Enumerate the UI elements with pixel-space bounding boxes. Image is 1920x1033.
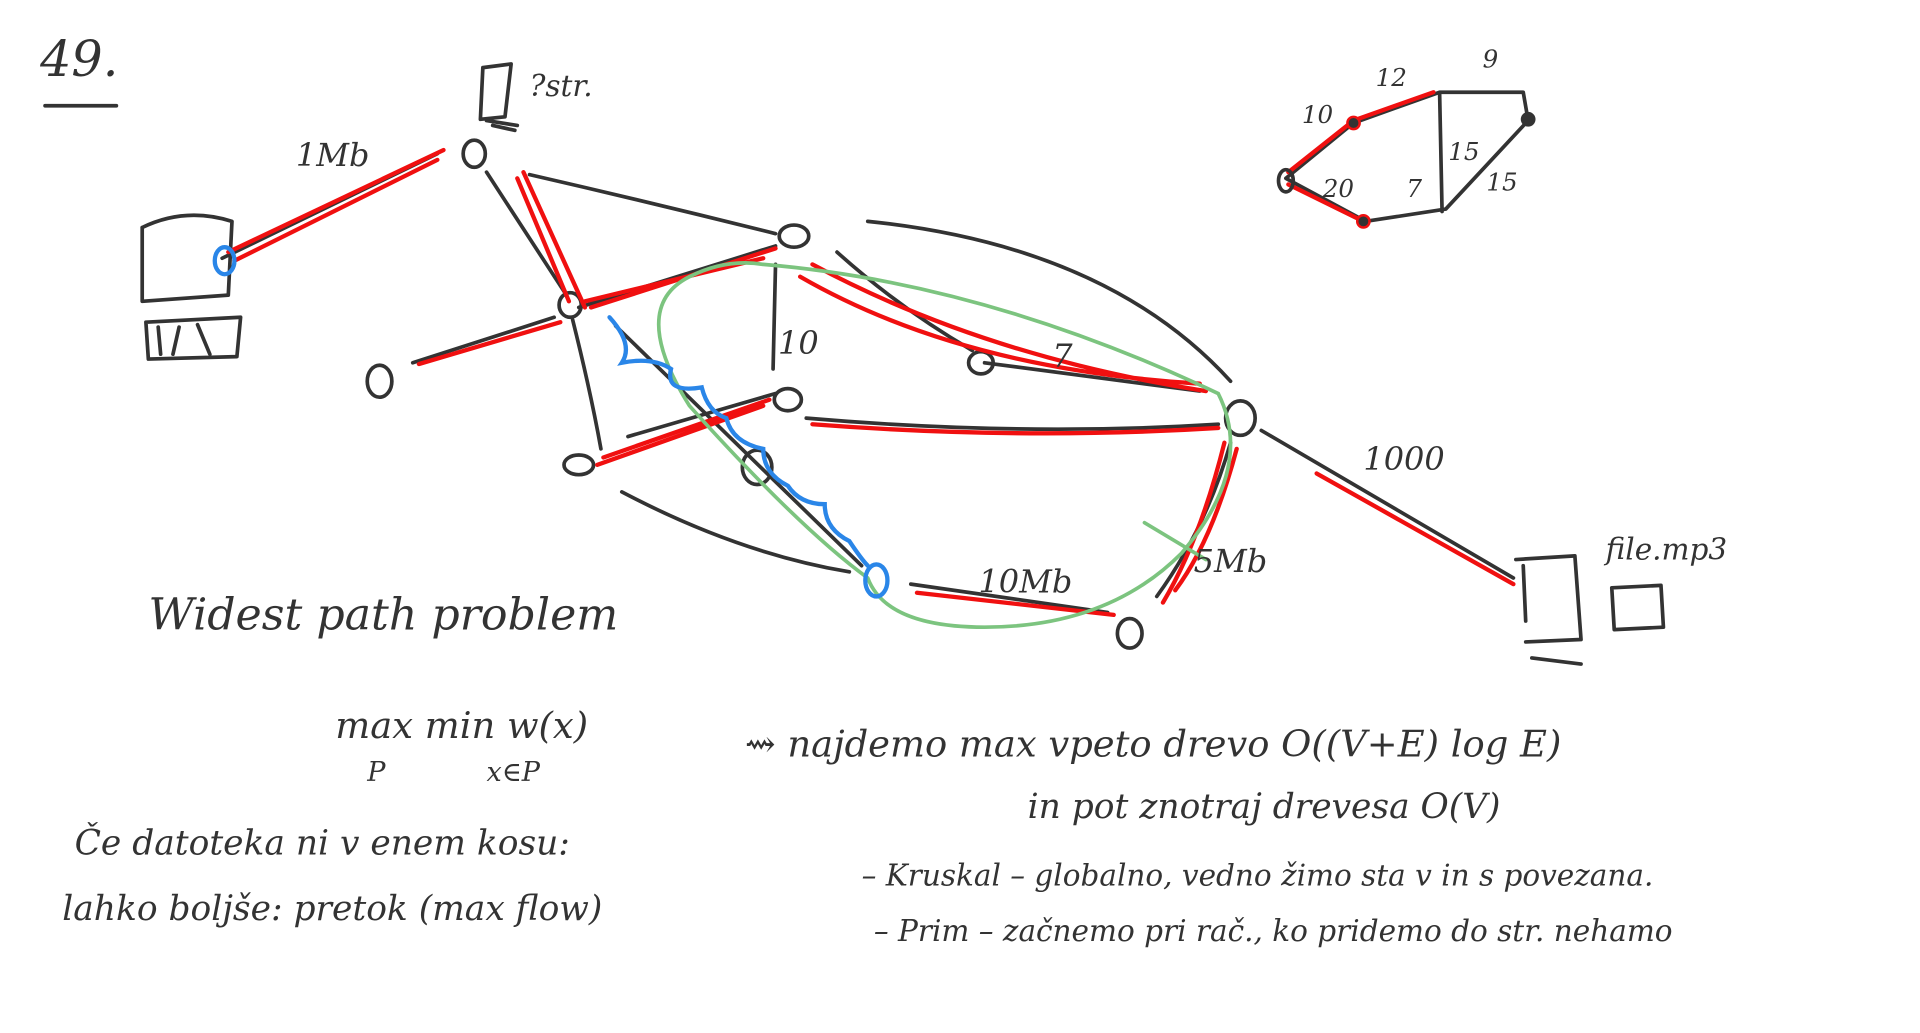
note-line-2: in pot znotraj drevesa O(V): [1028, 787, 1501, 827]
note-line-4: – Prim – začnemo pri rač., ko pridemo do…: [874, 914, 1673, 948]
mini-weight: 9: [1483, 45, 1499, 74]
edge-label-7: 7: [1052, 336, 1073, 374]
target-node-blue: [863, 562, 890, 599]
problem-number: 49.: [39, 30, 118, 88]
server-icon: [478, 62, 520, 133]
heading-widest-path: Widest path problem: [148, 590, 618, 641]
edge-label-5mb: 5Mb: [1194, 542, 1268, 580]
graph-edges: [220, 151, 1516, 615]
edge-label-10: 10: [778, 324, 819, 362]
edge-label-1mb: 1Mb: [296, 136, 370, 174]
widest-path-red: [226, 147, 1516, 618]
mini-weight: 20: [1322, 174, 1354, 203]
note-left-1: Če datoteka ni v enem kosu:: [75, 823, 570, 864]
mini-weight: 7: [1406, 174, 1422, 203]
note-line-3: – Kruskal – globalno, vedno žimo sta v i…: [862, 858, 1654, 892]
mini-weight: 15: [1486, 168, 1517, 197]
tree-cycle-green: [657, 261, 1233, 630]
formula-sub-x: x∈P: [487, 757, 541, 788]
mini-weight: 10: [1302, 100, 1333, 129]
source-node-blue: [212, 245, 237, 277]
note-left-2: lahko boljše: pretok (max flow): [62, 889, 602, 929]
graph-nodes: [365, 138, 1257, 650]
edge-label-1000: 1000: [1363, 440, 1444, 478]
mini-weight: 12: [1376, 63, 1407, 92]
blue-zigzag: [607, 315, 870, 568]
mini-weight: 15: [1448, 137, 1479, 166]
green-mark: [1142, 520, 1208, 562]
target-file-label: file.mp3: [1604, 533, 1728, 567]
mini-graph: 12 9 10 15 20 7 15: [1276, 45, 1536, 229]
edge-label-10mb: 10Mb: [978, 563, 1072, 601]
source-label: ?str.: [530, 69, 593, 103]
computer-icon: [140, 213, 243, 361]
target-computer-icon: [1514, 554, 1666, 666]
note-line-1: ⇝ najdemo max vpeto drevo O((V+E) log E): [745, 722, 1562, 765]
formula-sub-p: P: [366, 757, 386, 788]
formula: max min w(x): [335, 704, 588, 747]
